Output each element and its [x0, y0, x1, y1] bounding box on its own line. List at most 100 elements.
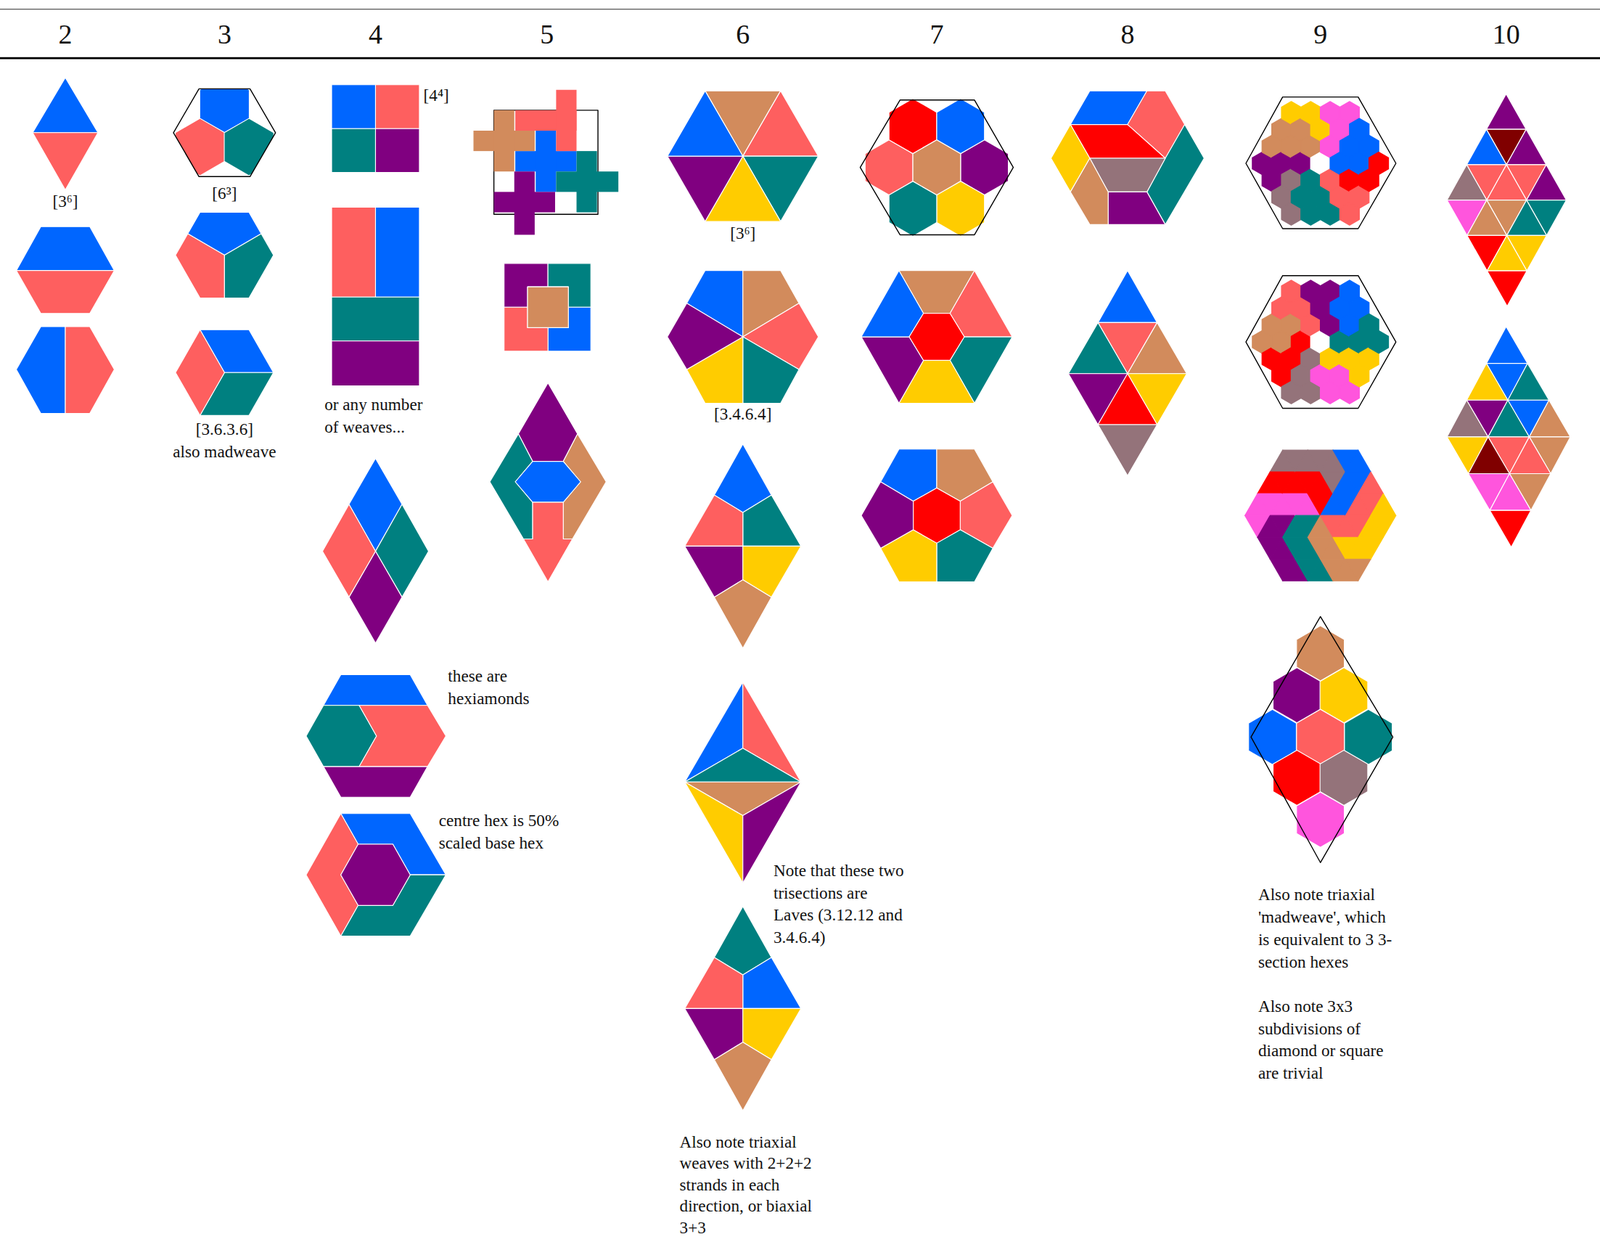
- tile-piece: [514, 171, 535, 235]
- note-text: Also note 3x3 subdivisions of diamond or…: [1258, 994, 1402, 1085]
- tile-piece: [527, 286, 569, 328]
- tile-piece: [555, 89, 577, 151]
- note-text: Note that these two trisections are Lave…: [773, 859, 907, 950]
- tile-piece: [1526, 164, 1567, 201]
- tile-piece: [16, 270, 115, 314]
- column-header: 10: [1475, 18, 1537, 51]
- tile-piece: [1068, 322, 1128, 373]
- note-text: Also note triaxial 'madweave', which is …: [1258, 883, 1402, 974]
- tile-piece: [224, 118, 274, 176]
- column-5-tiles: [473, 89, 619, 582]
- column-10-tiles: [1446, 93, 1571, 547]
- column-4-tiles: [306, 84, 447, 937]
- tile-piece: [175, 118, 225, 176]
- tile-piece: [743, 957, 802, 1008]
- note-text: also madweave: [158, 441, 291, 464]
- tile-piece: [16, 326, 67, 414]
- tile-piece: [473, 89, 619, 236]
- note-text: Also note triaxial weaves with 2+2+2 str…: [679, 1130, 823, 1238]
- tile-piece: [1245, 275, 1397, 409]
- tile-piece: [0, 8, 1600, 10]
- tile-piece: [341, 843, 411, 905]
- column-6-tiles: [667, 90, 819, 1111]
- tile-piece: [576, 150, 598, 212]
- column-header: 8: [1097, 18, 1159, 51]
- tile-piece: [1127, 322, 1188, 373]
- tile-piece: [1250, 616, 1393, 863]
- tile-piece: [173, 88, 276, 177]
- header-rules: [0, 9, 1600, 59]
- tile-piece: [224, 233, 274, 299]
- tile-piece: [1488, 399, 1530, 437]
- tile-piece: [65, 326, 115, 414]
- tile-piece: [494, 110, 598, 215]
- tile-piece: [667, 303, 744, 370]
- column-header: 9: [1290, 18, 1352, 51]
- tile-piece: [1370, 515, 1397, 537]
- tile-piece: [861, 270, 924, 337]
- tile-piece: [16, 226, 115, 270]
- tile-piece: [523, 502, 573, 582]
- tile-piece: [1466, 363, 1508, 401]
- tile-piece: [322, 504, 376, 598]
- column-9-tiles: [1245, 97, 1397, 863]
- tile-piece: [1245, 97, 1397, 229]
- tile-piece: [1097, 424, 1158, 476]
- tile-piece: [1486, 235, 1527, 271]
- tile-piece: [323, 674, 428, 706]
- column-header: 3: [193, 18, 255, 51]
- tile-piece: [684, 494, 744, 546]
- tile-piece: [323, 766, 428, 797]
- tile-piece: [331, 341, 420, 387]
- column-header: 5: [516, 18, 578, 51]
- tile-piece: [667, 156, 744, 222]
- tile-piece: [714, 579, 772, 648]
- tile-piece: [684, 748, 802, 782]
- tile-piece: [32, 77, 98, 133]
- tile-piece: [684, 957, 744, 1008]
- column-header: 6: [712, 18, 774, 51]
- tile-piece: [1296, 791, 1345, 847]
- tile-piece: [1358, 471, 1384, 494]
- note-text: [3.4.6.4]: [696, 402, 789, 426]
- tile-piece: [1370, 493, 1397, 516]
- tile-piece: [331, 206, 376, 297]
- tile-piece: [1486, 326, 1528, 364]
- tile-piece: [743, 494, 802, 546]
- tile-piece: [1345, 449, 1371, 472]
- tile-piece: [949, 270, 1013, 337]
- tile-piece: [714, 1041, 772, 1111]
- tile-piece: [684, 781, 744, 883]
- tile-piece: [1466, 129, 1507, 165]
- tile-piece: [1506, 129, 1547, 165]
- tile-piece: [1467, 200, 1508, 236]
- tile-piece: [1446, 399, 1489, 437]
- tile-piece: [913, 487, 961, 543]
- tile-piece: [1486, 270, 1527, 307]
- tile-piece: [859, 100, 1013, 236]
- note-text: centre hex is 50% scaled base hex: [439, 809, 577, 855]
- tile-piece: [667, 90, 744, 157]
- tile-piece: [375, 128, 420, 172]
- tile-piece: [1108, 191, 1166, 225]
- tile-piece: [861, 481, 914, 548]
- tile-piece: [331, 84, 376, 129]
- tile-piece: [1446, 164, 1487, 201]
- tile-piece: [1529, 399, 1571, 437]
- tile-piece: [1507, 363, 1550, 401]
- tile-piece: [515, 461, 581, 503]
- tile-piece: [375, 84, 420, 129]
- note-text: these are hexiamonds: [447, 665, 551, 711]
- column-header: 4: [344, 18, 406, 51]
- tile-piece: [359, 705, 447, 767]
- tile-piece: [1345, 558, 1371, 581]
- tile-piece: [32, 132, 98, 191]
- note-text: [3⁶]: [34, 190, 96, 214]
- tile-piece: [489, 263, 606, 582]
- column-8-tiles: [1050, 90, 1204, 476]
- tile-piece: [175, 233, 225, 299]
- column-7-hexes: [859, 98, 1013, 237]
- tile-piece: [1489, 510, 1532, 548]
- column-2-tiles: [16, 77, 115, 414]
